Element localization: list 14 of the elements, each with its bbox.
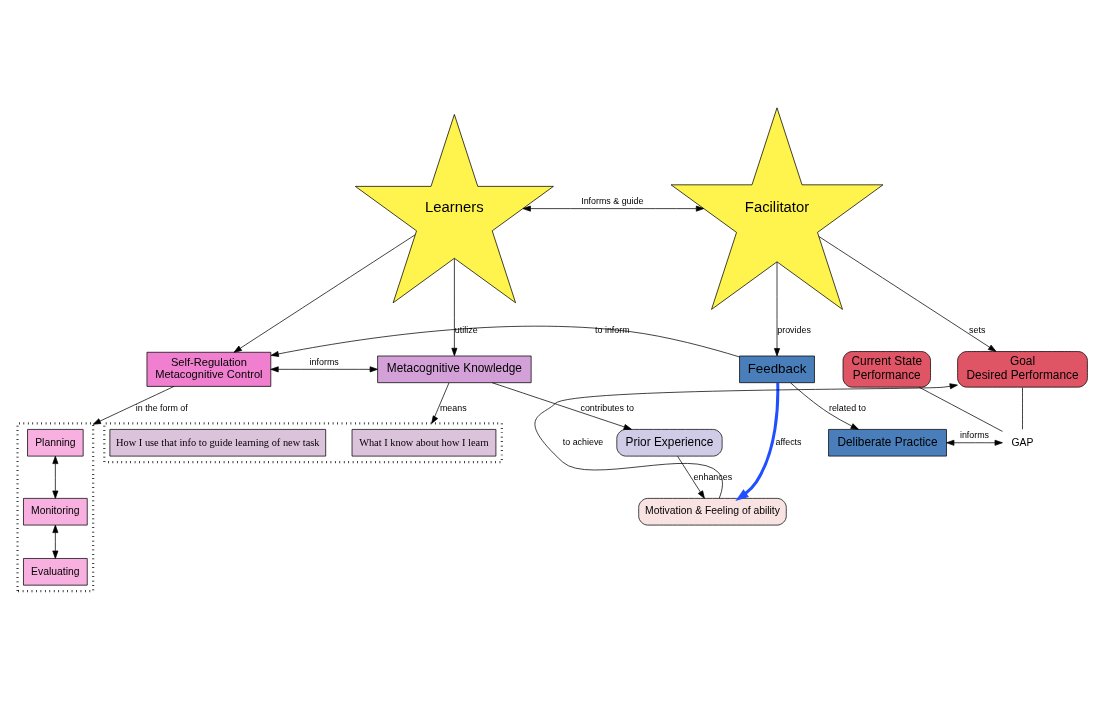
edge-label: informs <box>309 356 339 367</box>
edge-label: related to <box>828 402 867 413</box>
edge-label: affects <box>775 436 802 447</box>
edge-label: means <box>439 402 467 413</box>
edge-label: in the form of <box>135 402 188 413</box>
edge-label: informs <box>959 429 990 440</box>
edge-label: enhances <box>693 471 733 482</box>
edge-label: Informs & guide <box>581 195 644 206</box>
edge-label: contributes to <box>580 402 634 413</box>
edge-label: utilize <box>454 324 478 335</box>
edge-label: to achieve <box>562 436 604 447</box>
edge-label: provides <box>777 324 811 335</box>
edge-label: sets <box>969 324 986 335</box>
node-text: GAP <box>1011 436 1034 448</box>
